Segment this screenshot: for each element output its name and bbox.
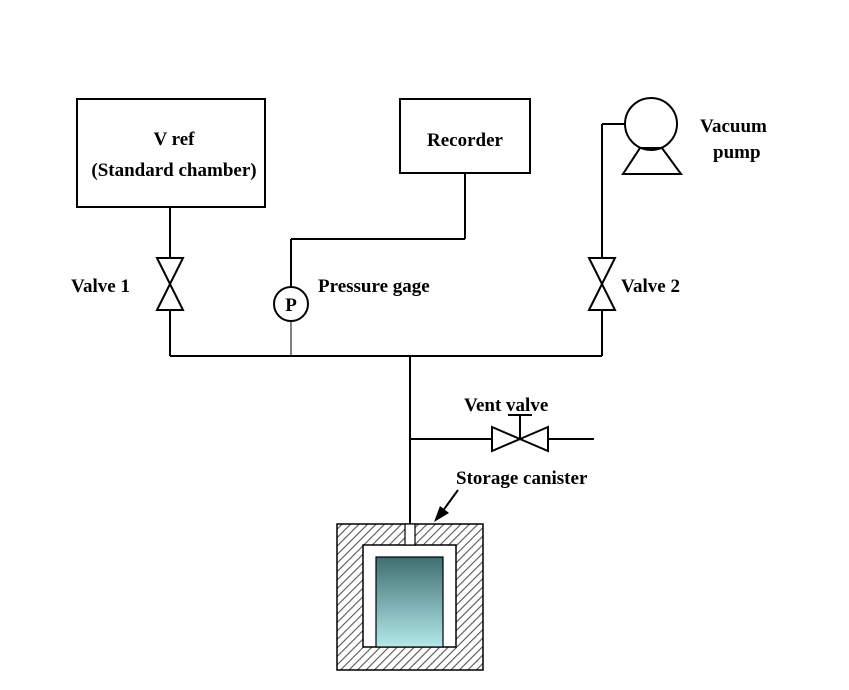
vacuum-pump-sublabel: pump xyxy=(713,142,761,163)
vref-label: V ref xyxy=(154,129,196,150)
valve-1 xyxy=(155,257,185,311)
vref-sublabel: (Standard chamber) xyxy=(91,160,256,181)
valve-2 xyxy=(587,257,617,311)
recorder-label: Recorder xyxy=(427,130,504,151)
pressure-gage xyxy=(273,286,309,322)
pressure-gage-symbol: P xyxy=(285,295,297,316)
pressure-gage-label: Pressure gage xyxy=(318,276,430,297)
valve-2-label: Valve 2 xyxy=(621,276,680,297)
valve-1-label: Valve 1 xyxy=(71,276,130,297)
vacuum-pump xyxy=(621,97,683,175)
storage-canister xyxy=(336,523,484,671)
piping xyxy=(169,123,625,545)
vent-valve xyxy=(491,414,549,453)
storage-canister-label: Storage canister xyxy=(456,468,588,489)
vacuum-pump-label: Vacuum xyxy=(700,116,767,137)
vent-valve-label: Vent valve xyxy=(464,395,548,416)
storage-canister-arrow xyxy=(434,489,459,522)
vref-chamber-box xyxy=(76,98,266,208)
